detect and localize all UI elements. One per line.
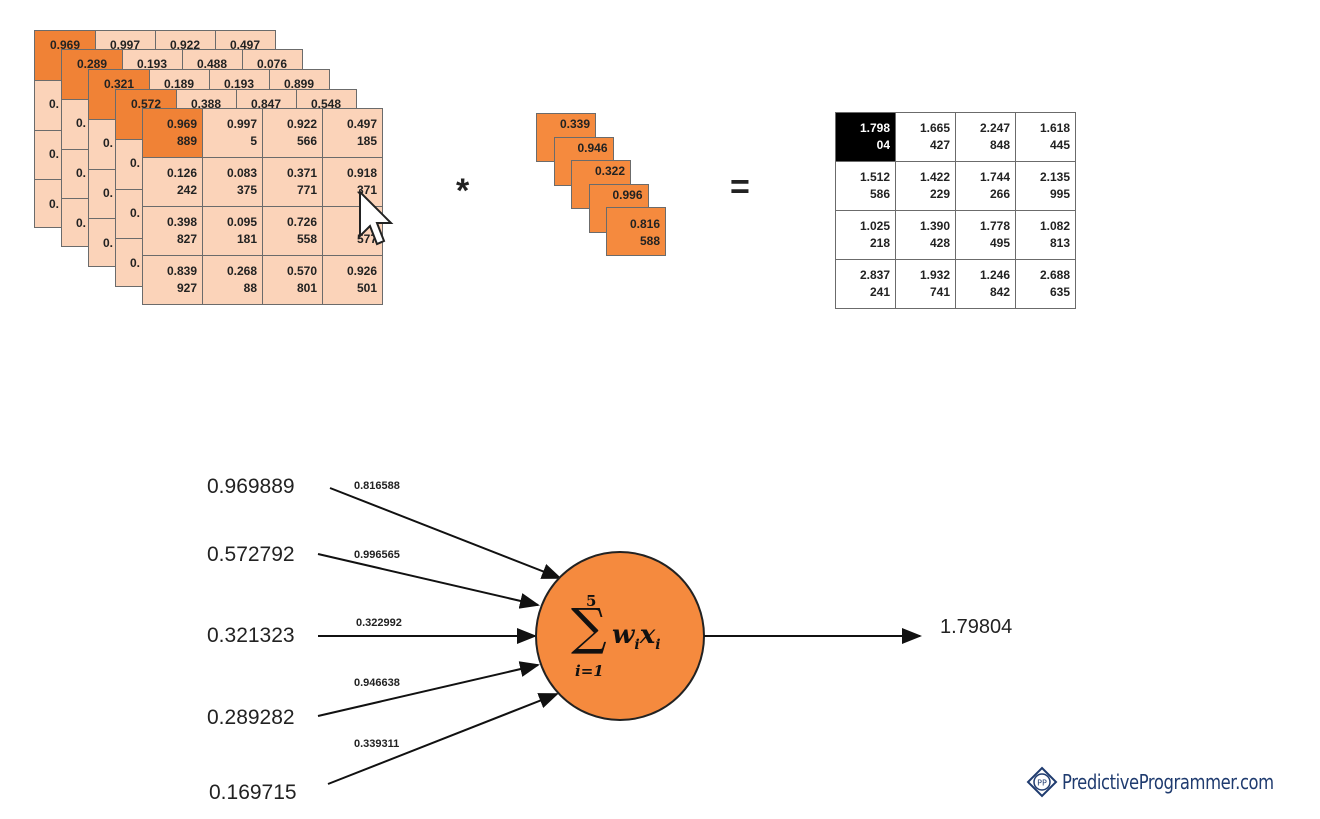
input-arrow (327, 693, 559, 785)
back-layer-value: 0.847 (251, 97, 282, 111)
brand-logo-letters: PP (1037, 779, 1047, 788)
back-layer-value: 0.497 (230, 38, 261, 52)
neuron-weight-value: 0.322992 (356, 617, 402, 629)
sum-term: wixi (612, 620, 661, 653)
grid-cell: 0.268 88 (202, 255, 263, 305)
neuron-output-value: 1.79804 (940, 616, 1013, 638)
neuron-input-value: 0.321323 (207, 624, 295, 647)
multiply-operator: * (456, 172, 470, 210)
back-layer-edge-value: 0. (103, 136, 114, 150)
sum-lower-limit: i=1 (575, 662, 604, 680)
back-layer-value: 0.997 (110, 38, 141, 52)
result-cell: 1.025 218 (835, 210, 896, 260)
sum-term-x: x (639, 620, 656, 650)
grid-cell: 0.726 558 (262, 206, 323, 256)
grid-cell: 0.918 371 (322, 157, 383, 207)
result-cell: 1.512 586 (835, 161, 896, 211)
back-layer-edge-value: 0. (130, 156, 141, 170)
neuron-weight-value: 0.339311 (354, 738, 400, 750)
result-cell: 1.618 445 (1015, 112, 1076, 162)
equals-operator: = (730, 168, 750, 206)
result-cell: 1.778 495 (955, 210, 1016, 260)
back-layer-value: 0.321 (104, 77, 135, 91)
neuron-input-value: 0.572792 (207, 543, 295, 566)
back-layer-edge-value: 0. (103, 236, 114, 250)
sum-sigma: ∑ (571, 598, 607, 656)
kernel-cell: 0.816 588 (606, 207, 666, 256)
back-layer-value: 0.488 (197, 57, 228, 71)
input-arrow (317, 553, 540, 609)
neuron-weight-value: 0.996565 (354, 549, 400, 561)
back-layer-edge-value: 0. (49, 197, 60, 211)
grid-cell: 0.997 5 (202, 108, 263, 158)
sum-term-w: w (612, 620, 635, 650)
back-layer-edge-value: 0. (130, 256, 141, 270)
brand-logo: PP PredictiveProgrammer.com (1026, 766, 1320, 798)
back-layer-value: 0.193 (137, 57, 168, 71)
input-arrow (329, 487, 562, 579)
back-layer-value: 0.572 (131, 97, 162, 111)
grid-cell: 0.922 566 (262, 108, 323, 158)
grid-cell: 0.398 827 (142, 206, 203, 256)
result-cell: 2.688 635 (1015, 259, 1076, 309)
input-arrow (317, 661, 540, 717)
back-layer-value: 0.289 (77, 57, 108, 71)
back-layer-value: 0.193 (224, 77, 255, 91)
sum-term-w-sub: i (634, 637, 640, 654)
back-layer-edge-value: 0. (103, 186, 114, 200)
back-layer-value: 0.388 (191, 97, 222, 111)
result-cell: 1.422 229 (895, 161, 956, 211)
back-layer-value: 0.969 (50, 38, 81, 52)
back-layer-value: 0.922 (170, 38, 201, 52)
back-layer-edge-value: 0. (130, 206, 141, 220)
back-layer-value: 0.899 (284, 77, 315, 91)
neuron-weight-value: 0.946638 (354, 677, 400, 689)
back-layer-edge-value: 0. (76, 166, 87, 180)
grid-cell: 0.095 181 (202, 206, 263, 256)
back-layer-edge-value: 0. (49, 97, 60, 111)
result-cell: 2.837 241 (835, 259, 896, 309)
grid-cell: 0.497 185 (322, 108, 383, 158)
grid-cell: 0.126 242 (142, 157, 203, 207)
neuron-input-value: 0.969889 (207, 475, 295, 498)
grid-cell: 0.969 889 (142, 108, 203, 158)
neuron-weight-value: 0.816588 (354, 480, 400, 492)
result-cell: 1.744 266 (955, 161, 1016, 211)
back-layer-edge-value: 0. (76, 216, 87, 230)
grid-cell: 0.570 801 (262, 255, 323, 305)
sum-upper-limit: 5 (586, 592, 597, 610)
result-cell: 1.246 842 (955, 259, 1016, 309)
neuron-input-value: 0.289282 (207, 706, 295, 729)
result-cell: 1.932 741 (895, 259, 956, 309)
back-layer-value: 0.076 (257, 57, 288, 71)
grid-cell: 0.371 771 (262, 157, 323, 207)
back-layer-edge-value: 0. (49, 147, 60, 161)
back-layer-edge-value: 0. (76, 116, 87, 130)
grid-cell: 0.839 927 (142, 255, 203, 305)
back-layer-value: 0.189 (164, 77, 195, 91)
brand-diamond-icon: PP (1026, 766, 1058, 798)
neuron-input-value: 0.169715 (209, 781, 297, 804)
grid-cell: 0.926 501 (322, 255, 383, 305)
back-layer-value: 0.548 (311, 97, 342, 111)
result-cell: 1.665 427 (895, 112, 956, 162)
result-cell: 2.247 848 (955, 112, 1016, 162)
mouse-cursor-icon (359, 190, 394, 246)
brand-text: PredictiveProgrammer.com (1062, 770, 1274, 794)
sum-term-x-sub: i (655, 637, 661, 654)
